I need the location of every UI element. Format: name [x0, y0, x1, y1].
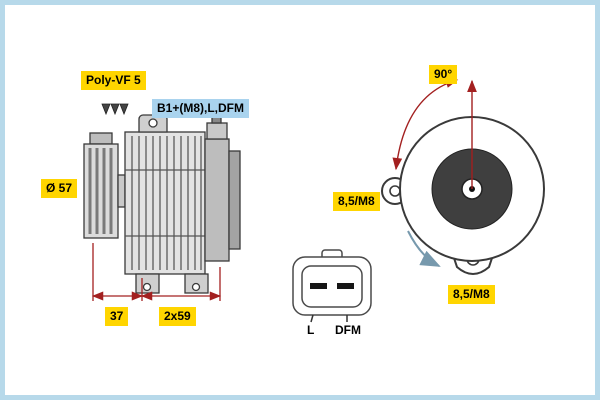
- rotation-arrow-icon: [407, 230, 441, 267]
- belt-type-label: Poly-VF 5: [81, 71, 146, 90]
- dim-2x59-label: 2x59: [159, 307, 196, 326]
- top-mounting-ear: [138, 114, 168, 133]
- pulley-diameter-label: Ø 57: [41, 179, 78, 198]
- alternator-side-view: [83, 103, 241, 294]
- hole-left-label: 8,5/M8: [333, 192, 380, 211]
- housing-rear: [204, 115, 241, 262]
- dim-37-label: 37: [105, 307, 129, 326]
- hole-bottom-label: 8,5/M8: [448, 285, 495, 304]
- mount-angle-label: 90°: [429, 65, 458, 84]
- angle-arrow: [392, 78, 477, 189]
- shaft: [117, 174, 126, 208]
- terminals-label: B1+(M8),L,DFM: [152, 99, 249, 118]
- technical-drawing: [83, 78, 545, 323]
- housing-front-bracket: [124, 131, 206, 275]
- left-lug-hole: [389, 185, 401, 197]
- connector-pin-l-label: L: [307, 323, 315, 337]
- connector-pins: [310, 283, 354, 289]
- connector-pin-dfm-label: DFM: [335, 323, 361, 337]
- pulley-nut: [89, 132, 113, 145]
- belt-profile-icon: [101, 103, 129, 116]
- connector-detail: [292, 249, 372, 323]
- mounting-feet: [135, 273, 209, 294]
- alternator-front-view: [381, 78, 545, 275]
- pulley: [83, 143, 119, 239]
- dimension-lines: [91, 243, 222, 301]
